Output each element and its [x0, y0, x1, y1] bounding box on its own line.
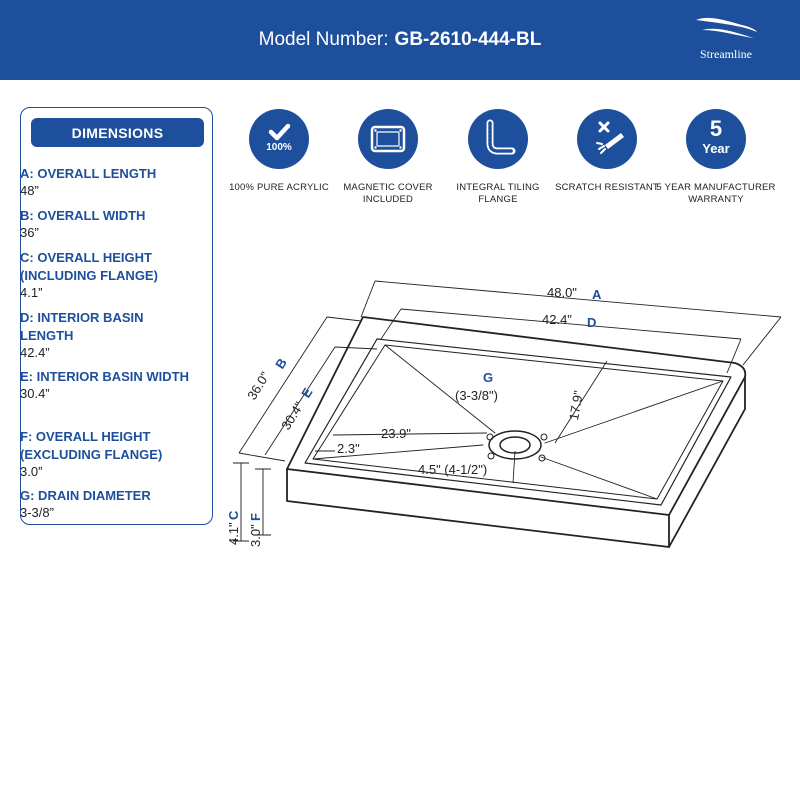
dimension-label: D: INTERIOR BASIN LENGTH	[20, 310, 144, 343]
dim-c-letter: C	[226, 510, 241, 520]
dimension-item-b: B: OVERALL WIDTH 36”	[20, 207, 225, 241]
dimension-value: 3-3/8”	[20, 505, 54, 520]
dim-drain-offset-value: 2.3"	[337, 441, 360, 456]
dim-a-letter: A	[592, 287, 602, 302]
feature-badge-text: 100%	[266, 142, 292, 153]
dim-drain-center-value: 4.5" (4-1/2")	[418, 462, 488, 477]
dimension-value: 3.0”	[20, 464, 43, 479]
dimension-label: E: INTERIOR BASIN WIDTH	[20, 369, 189, 384]
dim-g-value: (3-3/8")	[455, 388, 498, 403]
feature-badge	[468, 109, 528, 169]
dimension-item-f: F: OVERALL HEIGHT (EXCLUDING FLANGE) 3.0…	[20, 428, 225, 480]
feature-label: MAGNETIC COVER INCLUDED	[343, 182, 433, 205]
dim-f-value: 3.0"	[248, 524, 263, 547]
feature-badge: 100%	[249, 109, 309, 169]
scratch-resistant-icon	[596, 121, 624, 154]
header-bar	[0, 0, 800, 80]
dimension-value: 48”	[20, 183, 39, 198]
checkmark-icon	[268, 123, 291, 141]
dimension-item-g: G: DRAIN DIAMETER 3-3/8”	[20, 487, 225, 521]
warranty-number: 5	[709, 116, 723, 141]
feature-label: SCRATCH RESISTANT	[555, 182, 659, 193]
feature-label: 5 YEAR MANUFACTURER WARRANTY	[656, 182, 776, 205]
dim-a-value: 48.0"	[547, 285, 577, 300]
warranty-text: Year	[702, 141, 730, 156]
model-number-value: GB-2610-444-BL	[394, 29, 542, 50]
dimension-label: C: OVERALL HEIGHT (INCLUDING FLANGE)	[20, 250, 158, 283]
model-number-title: Model Number: GB-2610-444-BL	[0, 0, 800, 80]
dimension-item-d: D: INTERIOR BASIN LENGTH 42.4”	[20, 309, 180, 361]
brand-logo: Streamline	[686, 14, 766, 66]
feature-badge	[358, 109, 418, 169]
dimensions-panel: DIMENSIONS	[20, 107, 213, 525]
dimension-label: F: OVERALL HEIGHT (EXCLUDING FLANGE)	[20, 429, 163, 462]
dimension-item-a: A: OVERALL LENGTH 48”	[20, 165, 225, 199]
warranty-icon: 5 Year	[686, 109, 746, 169]
dim-d-letter: D	[587, 315, 597, 330]
model-number-label: Model Number:	[258, 29, 389, 50]
dimension-value: 42.4”	[20, 345, 50, 360]
magnetic-cover-icon	[370, 125, 406, 153]
tiling-flange-icon	[486, 119, 516, 155]
dimension-label: B: OVERALL WIDTH	[20, 208, 146, 223]
shower-base-illustration	[233, 280, 782, 548]
feature-label: INTEGRAL TILING FLANGE	[456, 182, 540, 205]
dimension-value: 4.1”	[20, 285, 43, 300]
dimension-item-e: E: INTERIOR BASIN WIDTH 30.4”	[20, 368, 190, 402]
dimension-value: 30.4”	[20, 386, 50, 401]
dim-drain-x-value: 23.9"	[381, 426, 411, 441]
wave-logo-icon	[696, 17, 757, 38]
dimension-label: A: OVERALL LENGTH	[20, 166, 157, 181]
feature-badge	[577, 109, 637, 169]
dimension-label: G: DRAIN DIAMETER	[20, 488, 151, 503]
dim-g-letter: G	[483, 370, 494, 385]
dim-f-letter: F	[248, 513, 263, 521]
dimension-value: 36”	[20, 225, 39, 240]
dimension-item-c: C: OVERALL HEIGHT (INCLUDING FLANGE) 4.1…	[20, 249, 225, 301]
brand-name: Streamline	[700, 47, 752, 61]
dim-c-value: 4.1"	[226, 522, 241, 545]
dimensions-title: DIMENSIONS	[31, 118, 204, 147]
feature-label: 100% PURE ACRYLIC	[229, 182, 329, 193]
dim-d-value: 42.4"	[542, 312, 572, 327]
